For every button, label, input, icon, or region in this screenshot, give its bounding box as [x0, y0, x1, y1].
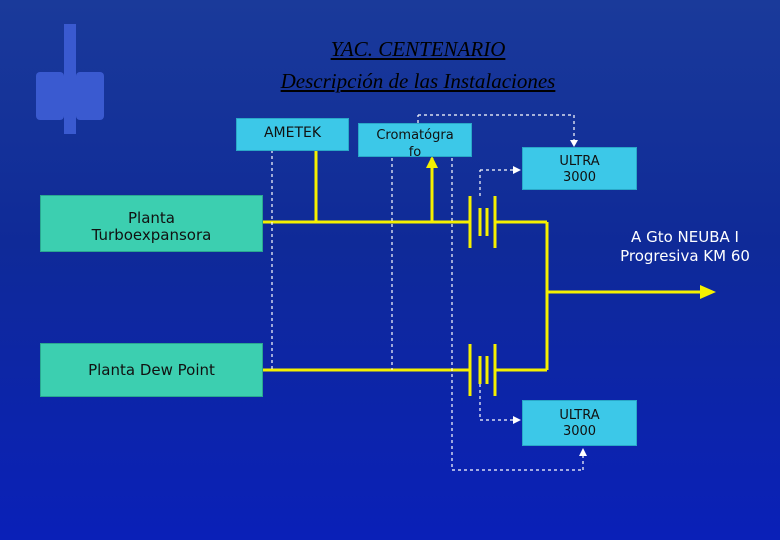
ultra-bottom-line2: 3000 — [562, 424, 597, 439]
ultra-top-line1: ULTRA — [559, 154, 600, 169]
ultra-3000-bottom-box[interactable]: ULTRA 3000 — [522, 400, 637, 446]
planta-turboexpansora-box[interactable]: Planta Turboexpansora — [40, 195, 263, 252]
planta-dew-point-box[interactable]: Planta Dew Point — [40, 343, 263, 397]
cromatografo-box[interactable]: Cromatógra fo — [358, 123, 472, 160]
destination-line2: Progresiva KM 60 — [620, 247, 750, 265]
page-title-line2: Descripción de las Instalaciones — [280, 69, 556, 93]
arrow-into-crom — [426, 156, 438, 168]
pipelines — [263, 150, 705, 396]
page-title-line1: YAC. CENTENARIO — [330, 37, 506, 61]
planta-turbo-line1: Planta — [128, 209, 175, 227]
ametek-label: AMETEK — [263, 125, 322, 141]
ametek-box[interactable]: AMETEK — [236, 118, 349, 151]
signal-lines — [271, 114, 584, 471]
ultra-3000-top-box[interactable]: ULTRA 3000 — [522, 147, 637, 190]
company-logo-icon — [36, 24, 104, 134]
destination-line1: A Gto NEUBA I — [631, 228, 739, 246]
ultra-top-line2: 3000 — [562, 170, 597, 185]
planta-turbo-line2: Turboexpansora — [91, 226, 212, 244]
planta-dew-label: Planta Dew Point — [88, 361, 215, 379]
ultra-bottom-line1: ULTRA — [559, 408, 600, 423]
cromatografo-label: Cromatógra fo — [376, 128, 454, 160]
arrow-to-neuba — [700, 285, 716, 299]
destination-label: A Gto NEUBA I Progresiva KM 60 — [600, 228, 770, 266]
